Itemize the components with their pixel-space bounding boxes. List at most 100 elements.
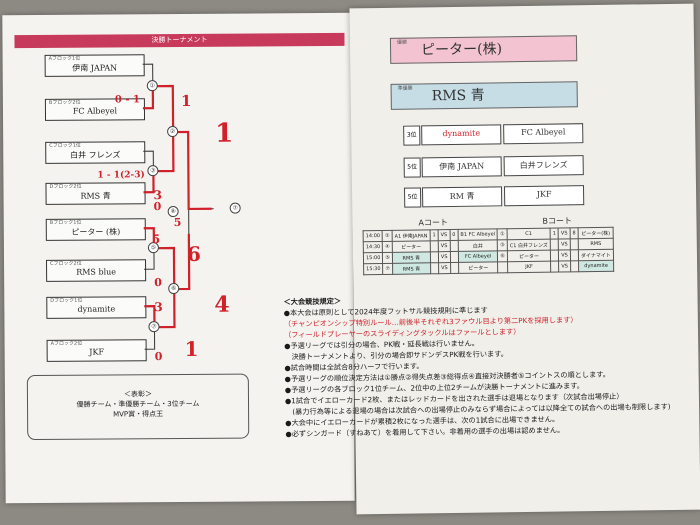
- court-b-label: Bコート: [542, 216, 573, 226]
- schedule-cell: RMS 青: [392, 262, 431, 275]
- rank-team-name: dynamite: [442, 128, 481, 139]
- competition-rules: ＜大会競技規定＞ ●本大会は原則として2024年度フットサル競技規則に準じます（…: [283, 291, 695, 440]
- rank-label: 5位: [403, 187, 422, 208]
- schedule-cell: ⑥: [497, 250, 508, 262]
- schedule-cell: [550, 239, 559, 251]
- schedule-cell: [430, 251, 439, 263]
- score-mark: 3: [153, 188, 162, 203]
- runner-up-banner: 準優勝 RMS 青: [390, 81, 578, 110]
- rank-label: 3位: [403, 125, 421, 146]
- score-mark: 0: [154, 350, 163, 364]
- schedule-cell: C1 白井フレンズ: [507, 239, 551, 251]
- score-mark: 3: [154, 300, 163, 315]
- schedule-cell: RMS 青: [392, 251, 431, 264]
- schedule-cell: ①: [497, 228, 508, 240]
- schedule-cell: [497, 261, 508, 273]
- schedule-cell: VS: [558, 227, 571, 240]
- rank-team-box: dynamite: [421, 124, 502, 146]
- schedule-cell: dynamite: [578, 260, 614, 272]
- schedule-cell: [570, 238, 579, 250]
- schedule-cell: VS: [558, 238, 571, 251]
- schedule-cell: RMS: [578, 238, 614, 250]
- final-seed: ⑦: [229, 202, 241, 214]
- score-mark: 1: [180, 91, 192, 110]
- schedule-cell: [449, 240, 459, 252]
- schedule-cell: ピーター: [458, 261, 499, 274]
- rank-team-box: 白井フレンズ: [503, 155, 584, 177]
- schedule-cell: VS: [438, 251, 451, 263]
- rank-team-name: RM 青: [449, 191, 475, 202]
- rank-team-box: JKF: [503, 185, 585, 207]
- rank-team-name: 伊南 JAPAN: [439, 161, 485, 172]
- score-mark: 6: [186, 241, 201, 266]
- score-mark: 0 - 1: [114, 94, 140, 106]
- schedule-cell: VS: [558, 249, 571, 262]
- rank-boxes: 3位 dynamite FC Albeyel 5位 伊南 JAPAN 白井フレンズ 5位 RM…: [349, 4, 693, 208]
- match-seed: ⑦: [148, 321, 160, 333]
- schedule-cell: ピーター(株): [578, 227, 614, 239]
- schedule-cell: ④: [382, 241, 393, 253]
- schedule-cell: 8: [569, 227, 579, 239]
- schedule-cell: A1 伊南JAPAN: [391, 229, 431, 242]
- schedule-cell: VS: [438, 262, 451, 274]
- schedule-cell: 14:30: [363, 241, 383, 253]
- runner-up-name: RMS 青: [431, 87, 485, 105]
- schedule-cell: 14:00: [363, 230, 383, 242]
- match-seed: ③: [147, 165, 159, 177]
- champion-banner: 優勝 ピーター(株): [389, 35, 578, 64]
- score-mark: 1: [184, 336, 199, 361]
- schedule-cell: VS: [438, 240, 450, 252]
- match-seed: ②: [167, 125, 179, 138]
- schedule-cell: C1: [506, 228, 551, 240]
- rank-team-name: 白井フレンズ: [519, 160, 568, 171]
- rank-team-box: RM 青: [421, 186, 503, 208]
- score-mark: 4: [214, 291, 230, 318]
- court-a-label: Aコート: [418, 218, 449, 228]
- rank-team-box: 伊南 JAPAN: [421, 156, 502, 178]
- rank-team-name: JKF: [536, 189, 552, 199]
- right-page: 優勝 ピーター(株) 準優勝 RMS 青 3位 dynamite FC Albeye…: [284, 3, 700, 515]
- schedule-cell: [449, 251, 459, 263]
- awards-box: ＜表彰＞ 優勝チーム・準優勝チーム・3位チーム MVP賞・得点王: [26, 373, 250, 441]
- schedule-cell: [430, 240, 439, 252]
- schedule-cell: [570, 249, 579, 261]
- match-seed: ⑥: [168, 282, 180, 295]
- awards-line: MVP賞・得点王: [113, 410, 164, 419]
- rank-team-box: FC Albeyel: [503, 123, 584, 145]
- score-mark: 5: [173, 215, 182, 230]
- score-mark: 0: [154, 276, 162, 290]
- schedule-cell: 1: [429, 229, 439, 241]
- schedule-cell: ⑤: [382, 252, 393, 264]
- schedule-cell: ⑦: [382, 263, 393, 275]
- score-mark: 1: [215, 118, 234, 149]
- schedule-cell: VS: [438, 229, 450, 241]
- schedule-cell: 0: [449, 229, 458, 241]
- schedule-cell: 15:00: [363, 252, 383, 264]
- schedule-cell: ③: [497, 239, 508, 251]
- score-mark: 1 - 1(2-3): [97, 170, 145, 181]
- schedule-cell: JKF: [507, 261, 551, 273]
- schedule-cell: 1: [550, 228, 559, 240]
- schedule-cell: ダイナマイト: [578, 249, 614, 261]
- schedule-cell: 白井: [457, 239, 498, 252]
- schedule-cell: FC Albeyel: [458, 250, 498, 263]
- schedule-cell: ピーター: [507, 250, 551, 262]
- schedule-cell: VS: [558, 260, 571, 273]
- rank-team-name: FC Albeyel: [521, 127, 566, 138]
- rank-label: 5位: [403, 157, 421, 178]
- score-mark: 5: [151, 232, 161, 247]
- schedule-cell: B1 FC Albeyel: [457, 228, 498, 241]
- schedule-cell: [550, 250, 559, 262]
- schedule-cell: [450, 262, 459, 274]
- match-seed: ①: [146, 80, 158, 92]
- schedule-cell: ピーター: [392, 240, 431, 253]
- schedule-cell: [430, 262, 439, 274]
- schedule-cell: 15:30: [363, 263, 384, 275]
- champion-name: ピーター(株): [420, 41, 503, 59]
- schedule-cell: [550, 261, 559, 273]
- schedule-cell: ②: [382, 230, 393, 242]
- schedule-cell: [570, 260, 579, 272]
